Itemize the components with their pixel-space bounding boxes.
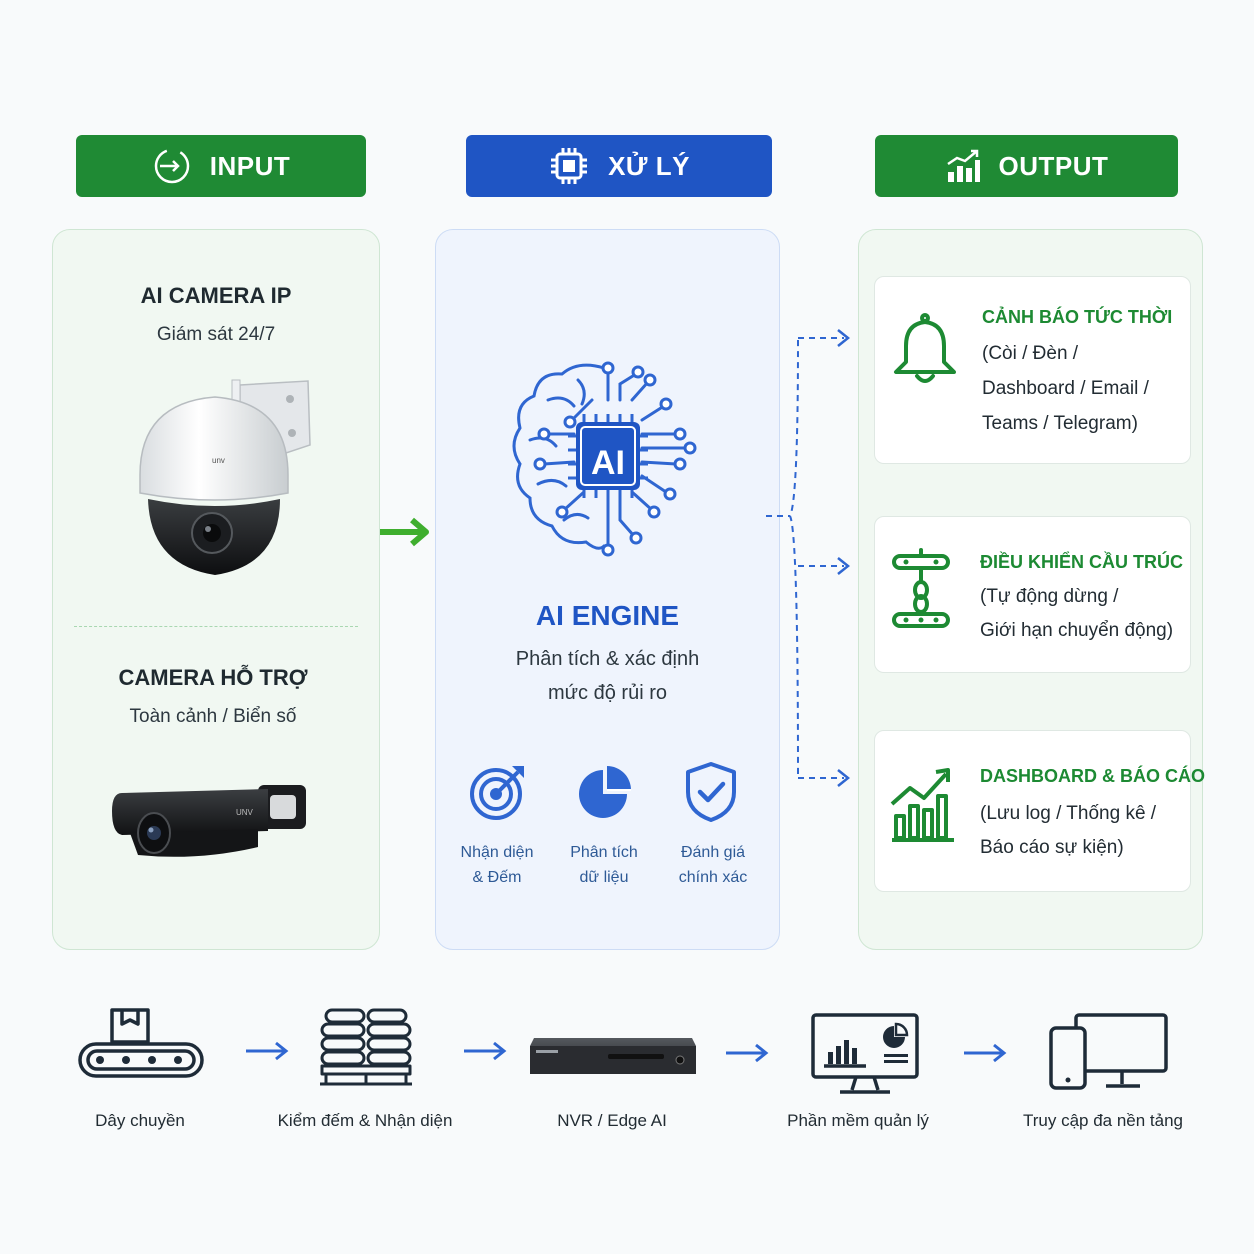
flow-label-conveyor: Dây chuyền bbox=[95, 1111, 185, 1130]
process-header-label: XỬ LÝ bbox=[608, 150, 690, 181]
input-header-label: INPUT bbox=[209, 150, 291, 181]
dashboard-title: DASHBOARD & BÁO CÁO bbox=[980, 766, 1205, 786]
input-to-process-arrow bbox=[380, 517, 429, 547]
multi-device-icon bbox=[1049, 1013, 1168, 1090]
shield-check-icon bbox=[686, 762, 736, 822]
input-header: INPUT bbox=[76, 135, 366, 197]
alert-line2: Dashboard / Email / bbox=[982, 378, 1149, 399]
feature-analyze-line1: Phân tích bbox=[570, 844, 638, 861]
camera1-title: AI CAMERA IP bbox=[140, 283, 292, 308]
conveyor-icon bbox=[78, 1008, 204, 1078]
process-to-output-connector bbox=[766, 329, 851, 787]
flow-label-multiplatform: Truy cập đa nền tảng bbox=[1022, 1111, 1184, 1130]
crane-line2: Giới hạn chuyển động) bbox=[980, 620, 1174, 641]
flow-arrow-1 bbox=[246, 1041, 289, 1061]
crane-title: ĐIỀU KHIỂN CẦU TRÚC bbox=[980, 552, 1184, 572]
crane-hook-icon bbox=[892, 548, 950, 628]
feature-detect-line1: Nhận diện bbox=[460, 844, 534, 861]
input-divider bbox=[74, 626, 358, 627]
feature-evaluate-accuracy: Đánh giá chính xác bbox=[658, 840, 768, 890]
process-header: XỬ LÝ bbox=[466, 135, 772, 197]
ptz-camera-image: unv bbox=[139, 379, 311, 575]
camera1-subtitle: Giám sát 24/7 bbox=[156, 324, 276, 345]
ai-engine-title: AI ENGINE bbox=[535, 600, 680, 631]
flow-arrow-4 bbox=[964, 1043, 1007, 1063]
ai-brain-icon bbox=[512, 361, 697, 557]
bar-chart-up-icon bbox=[946, 149, 980, 182]
dashboard-line1: (Lưu log / Thống kê / bbox=[980, 803, 1157, 824]
input-icon bbox=[154, 148, 189, 184]
feature-evaluate-line1: Đánh giá bbox=[680, 844, 746, 861]
flow-label-software: Phần mềm quản lý bbox=[787, 1111, 929, 1130]
camera2-subtitle: Toàn cảnh / Biển số bbox=[129, 706, 297, 727]
nvr-device-icon bbox=[530, 1038, 696, 1074]
bell-icon bbox=[894, 313, 956, 383]
process-panel bbox=[435, 229, 780, 950]
target-icon bbox=[470, 766, 524, 820]
cpu-icon bbox=[551, 148, 588, 184]
ai-chip-label: AI bbox=[591, 444, 625, 482]
feature-analyze-line2: dữ liệu bbox=[579, 869, 629, 886]
ai-engine-desc-line1: Phân tích & xác định bbox=[515, 648, 700, 670]
monitor-software-icon bbox=[811, 1013, 919, 1094]
output-header-label: OUTPUT bbox=[998, 150, 1109, 181]
camera-brand-logo: unv bbox=[212, 456, 225, 465]
flow-label-nvr: NVR / Edge AI bbox=[557, 1111, 667, 1130]
bullet-brand-logo: UNV bbox=[236, 808, 254, 817]
flow-arrow-2 bbox=[464, 1041, 507, 1061]
feature-detect-count: Nhận diện & Đếm bbox=[442, 840, 552, 890]
feature-evaluate-line2: chính xác bbox=[678, 869, 748, 886]
feature-analyze-data: Phân tích dữ liệu bbox=[549, 840, 659, 890]
alert-title: CẢNH BÁO TỨC THỜI bbox=[982, 307, 1173, 327]
ai-engine-desc-line2: mức độ rủi ro bbox=[548, 682, 667, 704]
bullet-camera-image: UNV bbox=[112, 785, 306, 857]
crane-line1: (Tự động dừng / bbox=[980, 586, 1119, 607]
flow-label-counting: Kiểm đếm & Nhận diện bbox=[277, 1111, 453, 1130]
flow-arrow-3 bbox=[726, 1043, 769, 1063]
dashboard-line2: Báo cáo sự kiện) bbox=[980, 837, 1124, 858]
alert-line1: (Còi / Đèn / bbox=[982, 343, 1079, 364]
feature-detect-line2: & Đếm bbox=[472, 869, 522, 886]
alert-line3: Teams / Telegram) bbox=[982, 413, 1138, 434]
pie-chart-icon bbox=[579, 766, 631, 818]
camera2-title: CAMERA HỖ TRỢ bbox=[118, 665, 308, 690]
growth-chart-icon bbox=[890, 768, 954, 842]
stacked-sacks-icon bbox=[320, 1008, 412, 1086]
output-header: OUTPUT bbox=[875, 135, 1178, 197]
